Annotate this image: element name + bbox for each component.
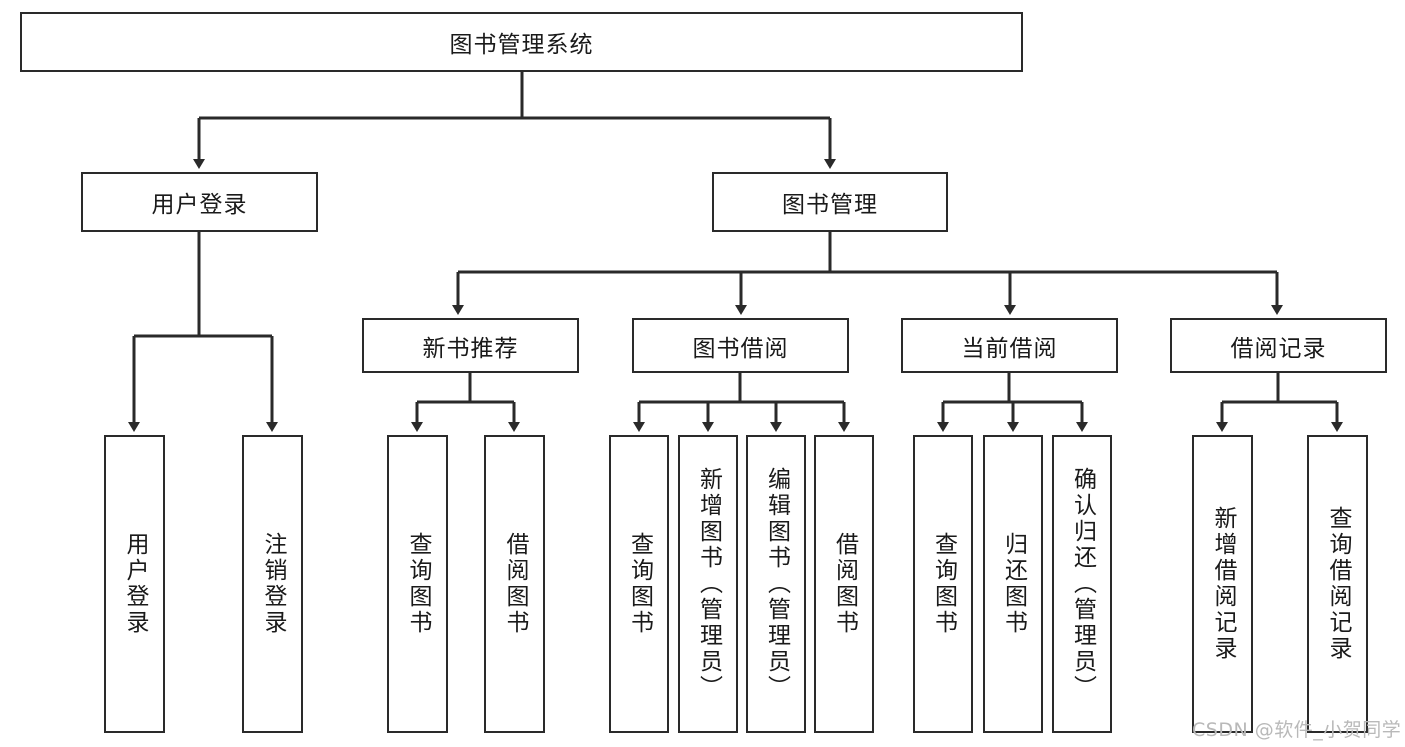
- node-user-login-label: 用户登录: [151, 192, 248, 218]
- node-borrow-record-label: 借阅记录: [1230, 335, 1327, 362]
- node-leaf-user-login-label: 用户登录: [122, 532, 148, 636]
- node-leaf-logout[interactable]: 注销登录: [242, 435, 303, 733]
- node-user-login[interactable]: 用户登录: [81, 172, 318, 232]
- node-leaf-query-book-bor[interactable]: 查询图书: [609, 435, 669, 733]
- node-leaf-user-login[interactable]: 用户登录: [104, 435, 165, 733]
- node-leaf-borrow-book-rec-label: 借阅图书: [502, 532, 528, 636]
- node-leaf-borrow-book-bor-label: 借阅图书: [831, 532, 858, 636]
- node-leaf-query-book-cur-label: 查询图书: [930, 532, 957, 636]
- node-leaf-confirm-return-admin-label: 确认归还（管理员）: [1069, 467, 1096, 701]
- node-leaf-query-book-bor-label: 查询图书: [626, 532, 653, 636]
- node-book-manage[interactable]: 图书管理: [712, 172, 948, 232]
- node-leaf-borrow-book-bor[interactable]: 借阅图书: [814, 435, 874, 733]
- node-leaf-edit-book-admin-label: 编辑图书（管理员）: [763, 467, 790, 701]
- node-current-borrow-label: 当前借阅: [961, 335, 1058, 362]
- node-leaf-return-book[interactable]: 归还图书: [983, 435, 1043, 733]
- node-leaf-query-borrow-record-label: 查询借阅记录: [1325, 506, 1351, 662]
- node-leaf-query-book-cur[interactable]: 查询图书: [913, 435, 973, 733]
- node-new-book-recommend-label: 新书推荐: [422, 335, 519, 362]
- node-leaf-borrow-book-rec[interactable]: 借阅图书: [484, 435, 545, 733]
- node-leaf-confirm-return-admin[interactable]: 确认归还（管理员）: [1052, 435, 1112, 733]
- node-leaf-add-borrow-record[interactable]: 新增借阅记录: [1192, 435, 1253, 733]
- node-root-label: 图书管理系统: [449, 32, 594, 58]
- node-leaf-add-book-admin-label: 新增图书（管理员）: [695, 467, 722, 701]
- node-book-borrow[interactable]: 图书借阅: [632, 318, 849, 373]
- node-leaf-add-book-admin[interactable]: 新增图书（管理员）: [678, 435, 738, 733]
- node-root[interactable]: 图书管理系统: [20, 12, 1023, 72]
- node-new-book-recommend[interactable]: 新书推荐: [362, 318, 579, 373]
- node-book-borrow-label: 图书借阅: [692, 335, 789, 362]
- node-leaf-query-borrow-record[interactable]: 查询借阅记录: [1307, 435, 1368, 733]
- node-leaf-edit-book-admin[interactable]: 编辑图书（管理员）: [746, 435, 806, 733]
- node-current-borrow[interactable]: 当前借阅: [901, 318, 1118, 373]
- node-borrow-record[interactable]: 借阅记录: [1170, 318, 1387, 373]
- csdn-watermark: CSDN @软件_小贺同学: [1192, 719, 1402, 741]
- node-leaf-logout-label: 注销登录: [260, 532, 286, 636]
- node-leaf-return-book-label: 归还图书: [1000, 532, 1027, 636]
- node-leaf-add-borrow-record-label: 新增借阅记录: [1210, 506, 1236, 662]
- node-book-manage-label: 图书管理: [782, 192, 878, 218]
- node-leaf-query-book-rec[interactable]: 查询图书: [387, 435, 448, 733]
- node-leaf-query-book-rec-label: 查询图书: [405, 532, 431, 636]
